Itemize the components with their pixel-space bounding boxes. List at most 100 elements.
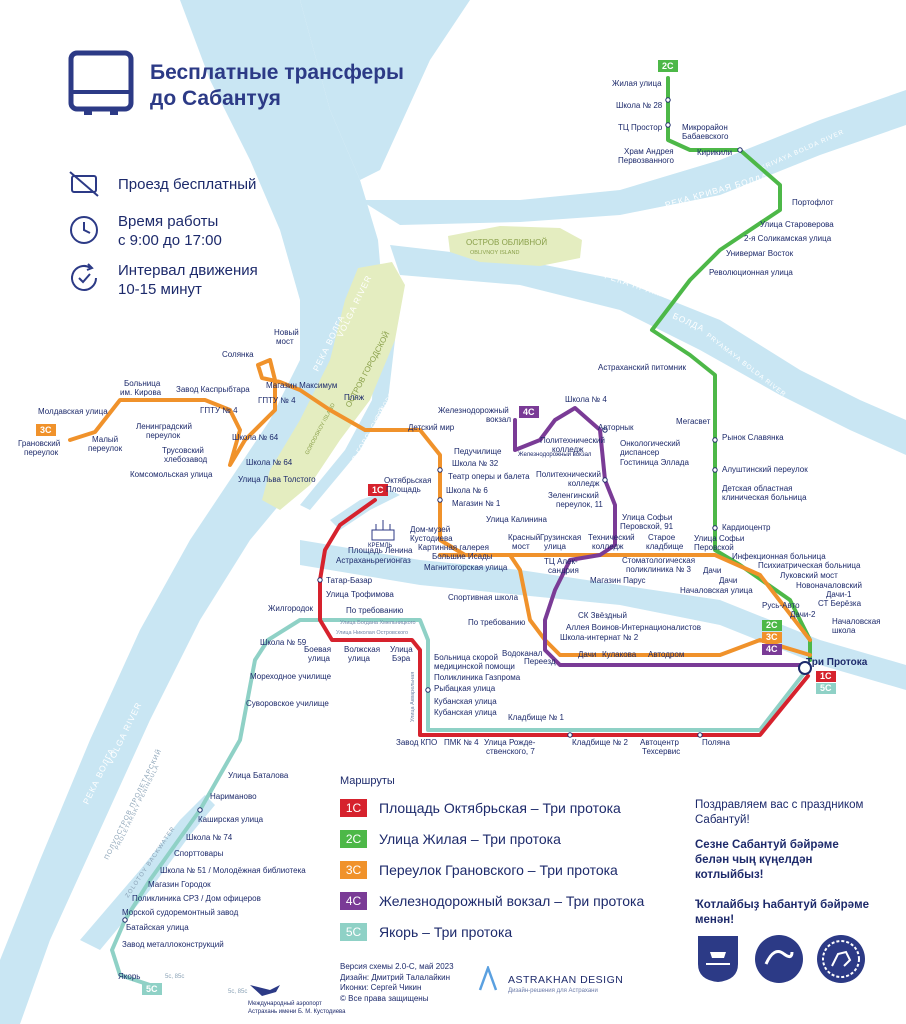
station-label[interactable]: улица (308, 654, 331, 663)
station-label[interactable]: Луковский мост (780, 571, 838, 580)
station-label[interactable]: Морской судоремонтный завод (122, 908, 239, 917)
station-label[interactable]: хлебозавод (164, 455, 208, 464)
station-label[interactable]: Школа № 74 (186, 833, 233, 842)
stop-marker[interactable] (197, 807, 203, 813)
station-label[interactable]: Грузинская (540, 533, 581, 542)
station-label[interactable]: Кубанская улица (434, 708, 497, 717)
station-label[interactable]: Школа № 64 (232, 433, 279, 442)
station-label[interactable]: Мегасвет (676, 417, 711, 426)
station-label[interactable]: Кубанская улица (434, 697, 497, 706)
tag-5c-start[interactable] (142, 983, 162, 995)
station-label[interactable]: Ленинградский (136, 422, 192, 431)
station-label[interactable]: Улица Софьи (694, 534, 744, 543)
station-label[interactable]: Началовская улица (680, 586, 753, 595)
station-label[interactable]: колледж (592, 542, 624, 551)
stop-marker[interactable] (665, 97, 671, 103)
stop-marker[interactable] (712, 525, 718, 531)
stop-marker[interactable] (122, 917, 128, 923)
station-label[interactable]: Переезд (524, 657, 556, 666)
station-label[interactable]: По требованию (346, 606, 403, 615)
station-label[interactable]: Первозванного (618, 156, 674, 165)
station-label[interactable]: Железнодорожный (438, 406, 509, 415)
station-label[interactable]: Стоматологическая (622, 556, 695, 565)
station-label[interactable]: Кардиоцентр (722, 523, 771, 532)
station-label[interactable]: Бэра (392, 654, 411, 663)
station-label[interactable]: Мореходное училище (250, 672, 332, 681)
station-label[interactable]: Железнодорожный вокзал (518, 451, 592, 458)
station-label[interactable]: Старое (648, 533, 676, 542)
station-label[interactable]: Технический (588, 533, 635, 542)
station-label[interactable]: переулок (24, 448, 59, 457)
station-label[interactable]: Улица Рожде- (484, 738, 536, 747)
station-label[interactable]: Улица Льва Толстого (238, 475, 316, 484)
station-label[interactable]: По требованию (468, 618, 525, 627)
station-label[interactable]: Нариманово (210, 792, 257, 801)
station-label[interactable]: Онкологический (620, 439, 680, 448)
station-label[interactable]: ГПТУ № 4 (200, 406, 238, 415)
station-label[interactable]: Перовской (694, 543, 734, 552)
station-label[interactable]: СТ Берёзка (818, 599, 862, 608)
station-label[interactable]: Магазин Парус (590, 576, 646, 585)
station-label[interactable]: кладбище (646, 542, 684, 551)
station-label[interactable]: Красный (508, 533, 540, 542)
station-label[interactable]: Площадь Ленина (348, 546, 413, 555)
station-label[interactable]: Школа № 6 (446, 486, 488, 495)
station-label[interactable]: Поликлиника Газпрома (434, 673, 521, 682)
station-label[interactable]: Малый (92, 435, 118, 444)
tri-protoka-terminal[interactable] (798, 661, 812, 675)
station-label[interactable]: Авторнык (598, 423, 634, 432)
station-label[interactable]: Новоначаловский (796, 581, 862, 590)
station-label[interactable]: Рынок Славянка (722, 433, 784, 442)
station-label[interactable]: Школа-интернат № 2 (560, 633, 639, 642)
stop-marker[interactable] (697, 732, 703, 738)
station-label[interactable]: Улица Софьи (622, 513, 672, 522)
station-label[interactable]: Алуштинский переулок (722, 465, 808, 474)
station-label[interactable]: вокзал (486, 415, 511, 424)
station-label[interactable]: диспансер (620, 448, 660, 457)
station-label[interactable]: сандрия (548, 566, 579, 575)
station-label[interactable]: Храм Андрея (624, 147, 674, 156)
station-label[interactable]: Инфекционная больница (732, 552, 826, 561)
station-label[interactable]: ТЦ Простор (618, 123, 663, 132)
station-label[interactable]: Дачи (703, 566, 721, 575)
station-label[interactable]: Молдавская улица (38, 407, 108, 416)
station-label[interactable]: клиническая больница (722, 493, 807, 502)
tag-4c-start[interactable] (519, 406, 539, 418)
station-label[interactable]: Зеленгинский (548, 491, 599, 500)
station-label[interactable]: Магазин № 1 (452, 499, 501, 508)
station-label[interactable]: Перовской, 91 (620, 522, 674, 531)
station-label[interactable]: мост (276, 337, 294, 346)
stop-marker[interactable] (737, 147, 743, 153)
stop-marker[interactable] (317, 577, 323, 583)
station-label[interactable]: Школа № 64 (246, 458, 293, 467)
station-label[interactable]: Жилая улица (612, 79, 662, 88)
station-label[interactable]: Водоканал (502, 649, 543, 658)
stop-marker[interactable] (602, 427, 608, 433)
station-label[interactable]: Кулакова (602, 650, 637, 659)
station-label[interactable]: Астраханьрегионгаз (336, 556, 411, 565)
station-label[interactable]: Дачи (719, 576, 737, 585)
station-label[interactable]: Кирикили (697, 148, 732, 157)
station-label[interactable]: ТЦ Алек- (544, 557, 578, 566)
station-label[interactable]: Бабаевского (682, 132, 729, 141)
station-label[interactable]: Суворовское училище (246, 699, 329, 708)
tag-2c-start[interactable] (658, 60, 678, 72)
station-label[interactable]: Улица Староверова (760, 220, 834, 229)
station-label[interactable]: Школа № 4 (565, 395, 607, 404)
station-label[interactable]: Якорь (118, 972, 140, 981)
legend-row-1c[interactable]: 1С Площадь Октябрьская – Три протока (340, 798, 621, 818)
station-label[interactable]: ПМК № 4 (444, 738, 479, 747)
station-label[interactable]: Грановский (18, 439, 60, 448)
station-label[interactable]: Площадь (386, 485, 421, 494)
station-label[interactable]: Больница скорой (434, 653, 498, 662)
station-label[interactable]: улица (544, 542, 567, 551)
station-label-terminal[interactable]: Три Протока (806, 657, 868, 668)
station-label[interactable]: мост (512, 542, 530, 551)
station-label[interactable]: Политехнический (536, 470, 601, 479)
station-label[interactable]: Поляна (702, 738, 730, 747)
station-label[interactable]: Солянка (222, 350, 254, 359)
station-label[interactable]: Спортивная школа (448, 593, 519, 602)
station-label[interactable]: ГПТУ № 4 (258, 396, 296, 405)
stop-marker[interactable] (712, 467, 718, 473)
station-label[interactable]: Большие Исады (432, 552, 493, 561)
